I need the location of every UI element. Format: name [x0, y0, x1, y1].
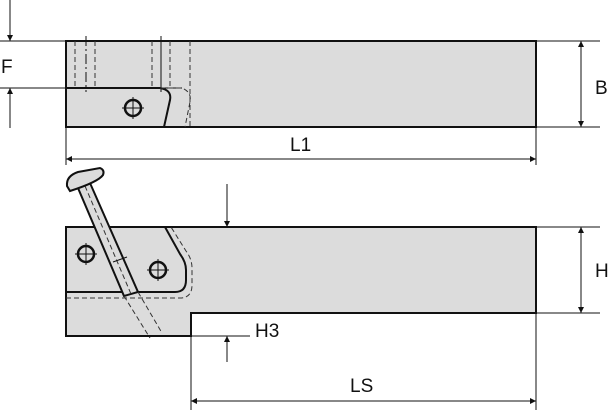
clamp-screw-icon — [65, 166, 163, 339]
clamp-front — [66, 226, 187, 293]
front-view: H H3 LS — [65, 166, 609, 410]
dim-label-b: B — [595, 78, 608, 99]
dim-label-l1: L1 — [290, 135, 311, 156]
dim-label-h3: H3 — [255, 321, 279, 342]
dim-label-h: H — [595, 261, 609, 282]
hidden-bores — [74, 36, 191, 127]
dim-label-f: F — [1, 57, 13, 78]
top-view: F B L1 — [0, 0, 608, 165]
screw-hole-icon — [75, 243, 97, 265]
screw-hole-icon — [147, 259, 169, 281]
holder-body-top — [65, 40, 537, 128]
screw-hole-icon — [122, 97, 144, 119]
dim-label-ls: LS — [350, 376, 373, 397]
holder-body-front — [65, 226, 537, 337]
